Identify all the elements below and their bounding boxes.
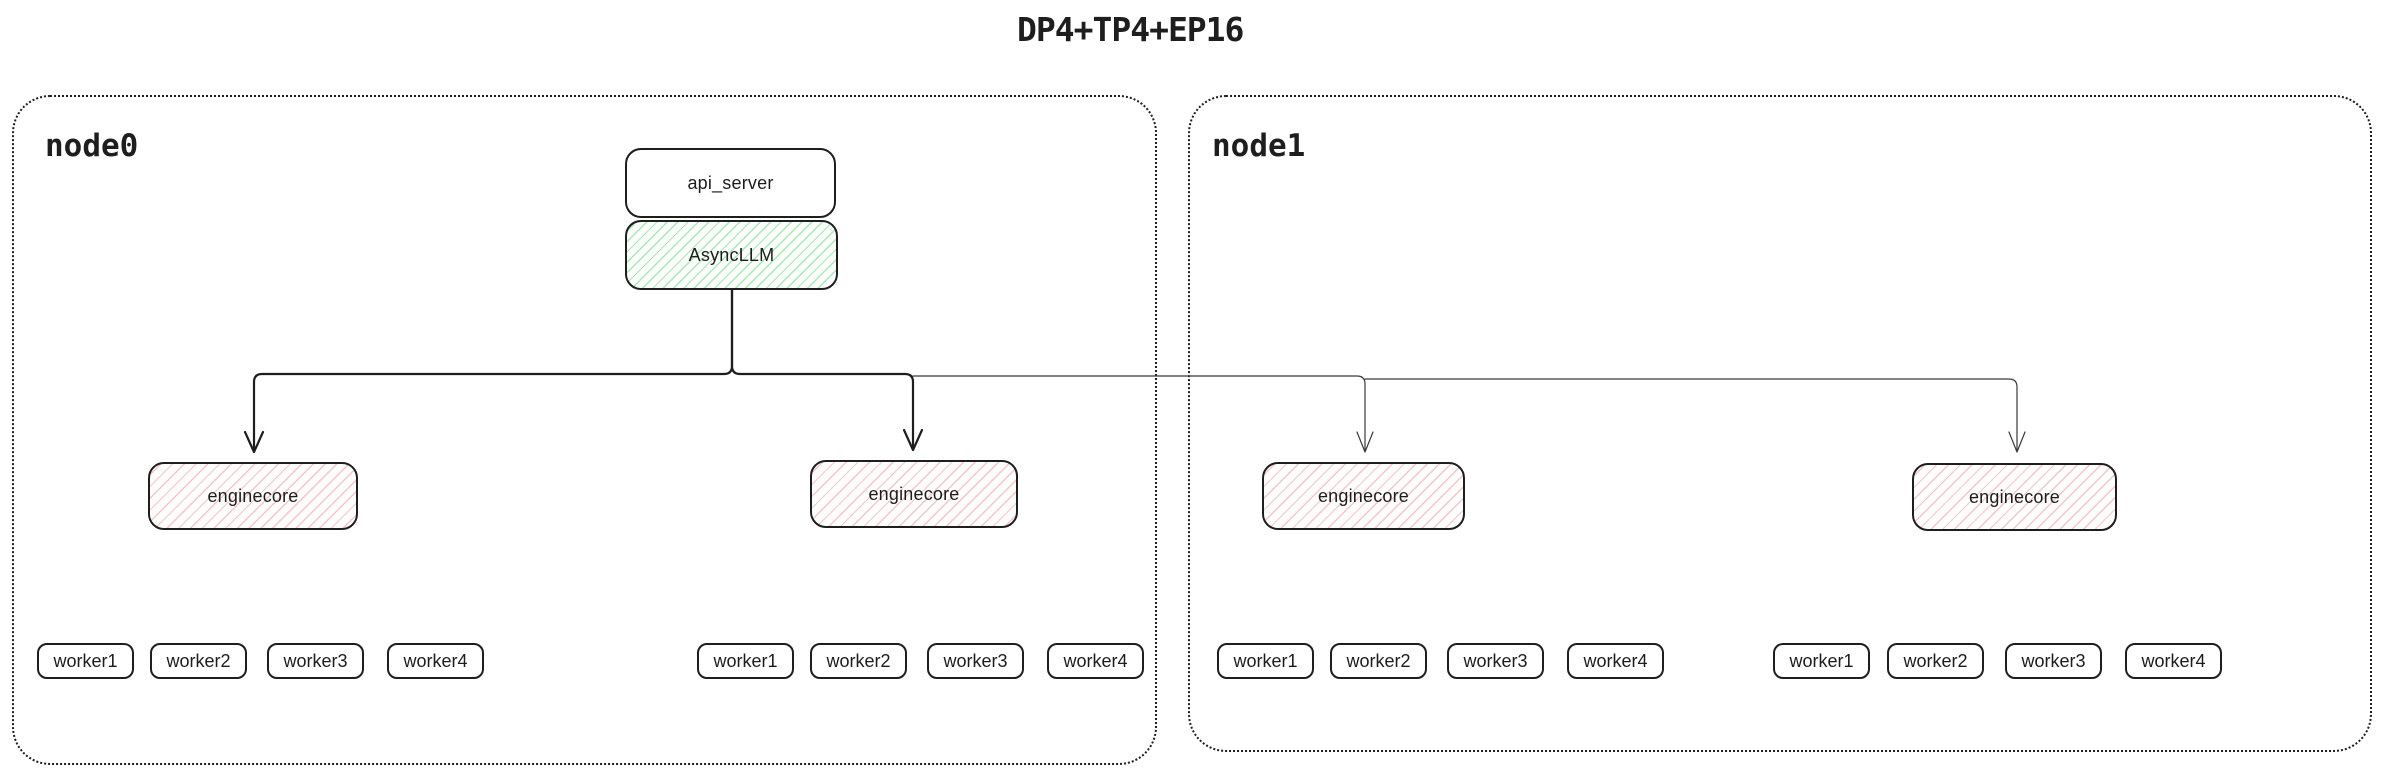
worker-box: worker2 [1330,643,1427,679]
api-server-box: api_server [625,148,836,218]
enginecore-box-4: enginecore [1912,463,2117,531]
worker-box: worker3 [927,643,1024,679]
worker-box: worker2 [1887,643,1984,679]
worker-box: worker3 [267,643,364,679]
worker-box: worker2 [150,643,247,679]
worker-box: worker3 [2005,643,2102,679]
node0-label: node0 [45,128,139,164]
worker-box: worker4 [1567,643,1664,679]
diagram-title: DP4+TP4+EP16 [1017,10,1244,49]
worker-box: worker1 [37,643,134,679]
worker-box: worker2 [810,643,907,679]
worker-box: worker1 [697,643,794,679]
node1-label: node1 [1212,128,1306,164]
worker-box: worker4 [387,643,484,679]
enginecore-box-2: enginecore [810,460,1018,528]
worker-box: worker1 [1773,643,1870,679]
worker-box: worker3 [1447,643,1544,679]
worker-box: worker1 [1217,643,1314,679]
enginecore-box-3: enginecore [1262,462,1465,530]
worker-box: worker4 [2125,643,2222,679]
asyncllm-box: AsyncLLM [625,220,838,290]
worker-box: worker4 [1047,643,1144,679]
enginecore-box-1: enginecore [148,462,358,530]
